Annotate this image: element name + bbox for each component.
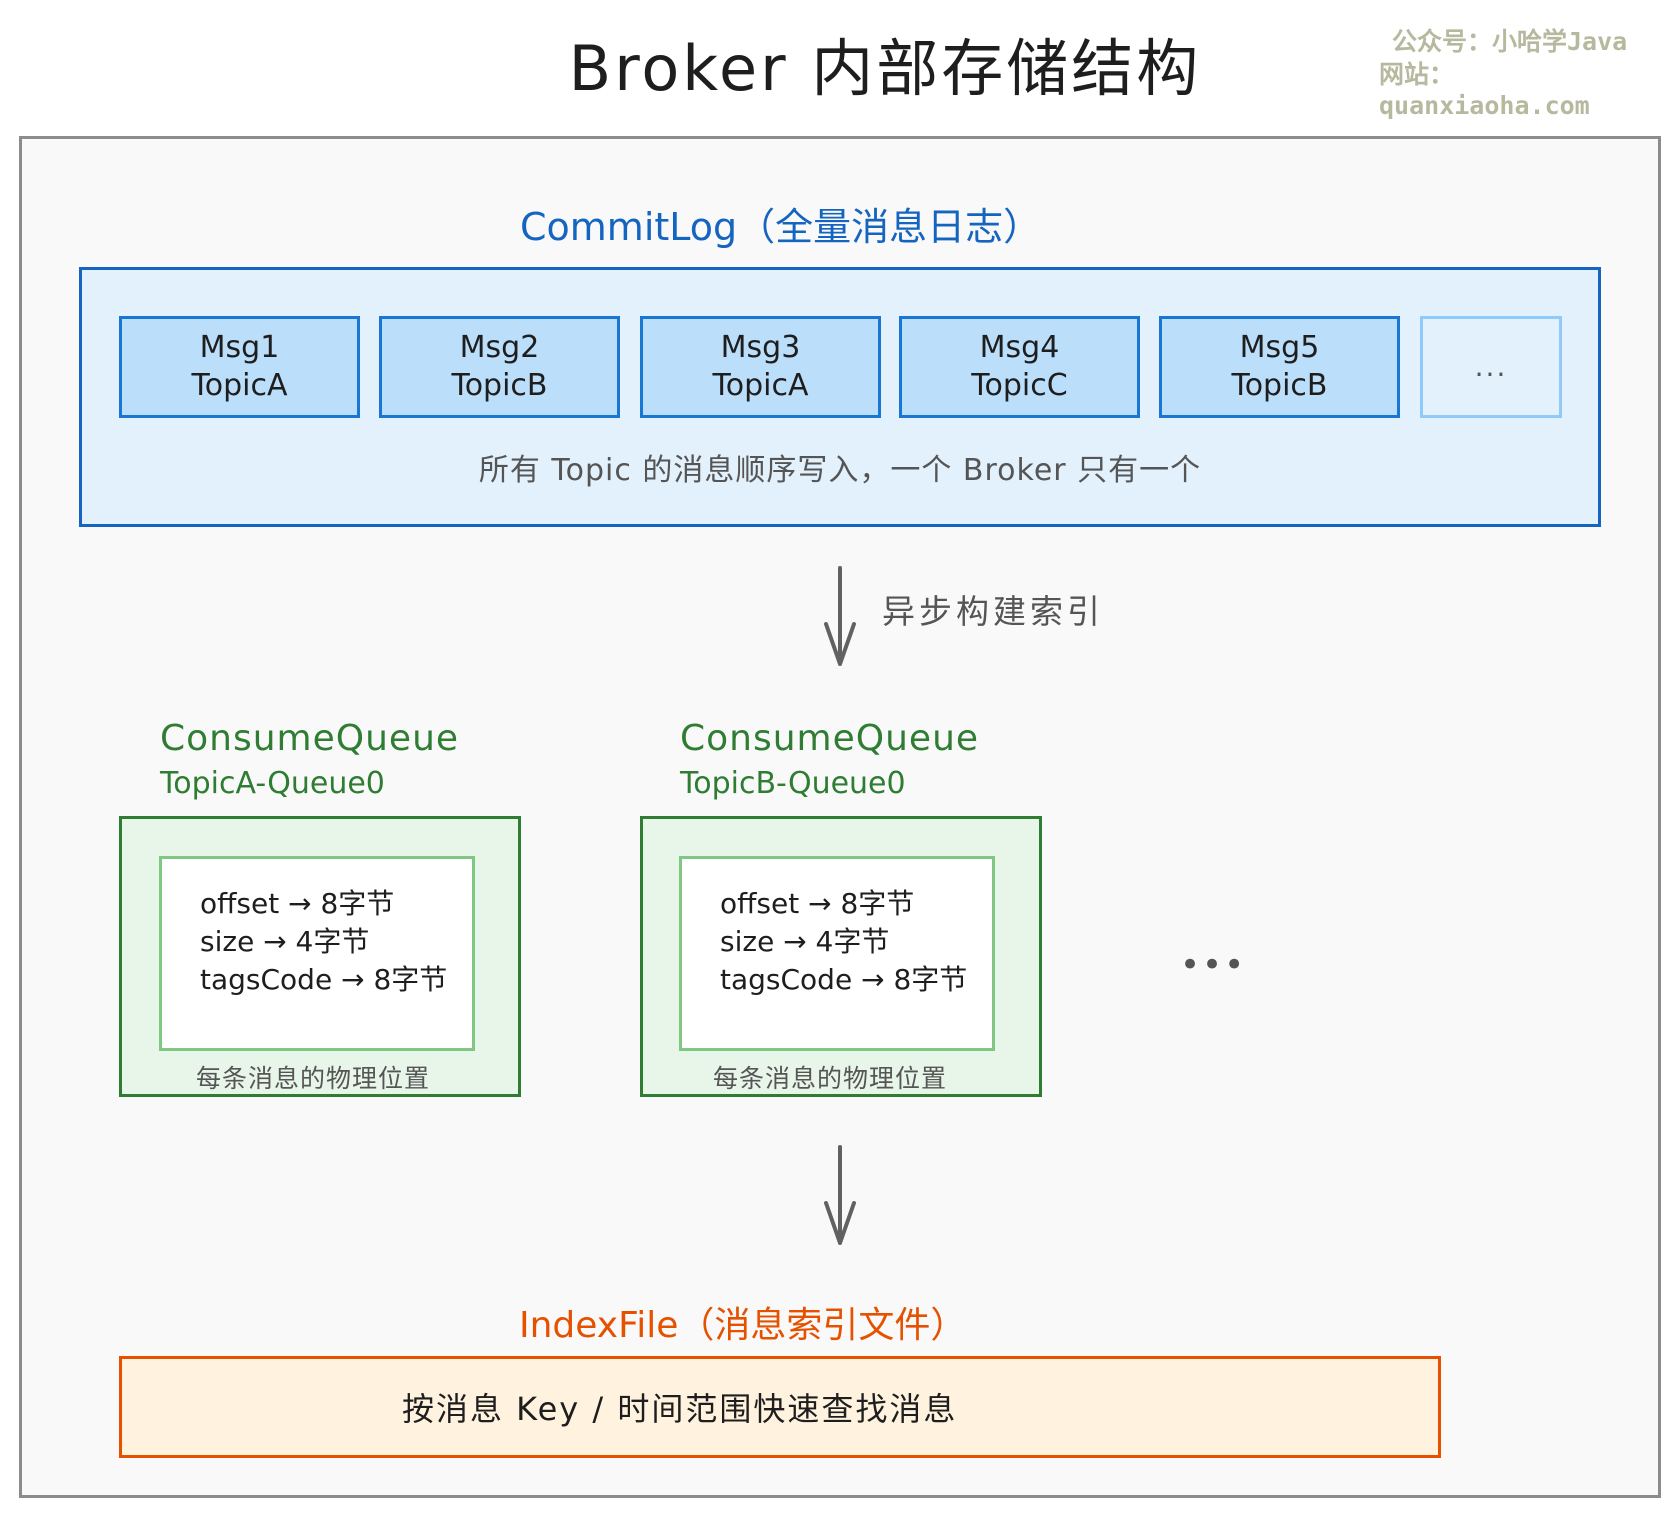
arrow-down-icon — [824, 1145, 856, 1245]
message-block-more: ... — [1420, 316, 1562, 418]
async-index-label: 异步构建索引 — [882, 592, 1104, 631]
indexfile-box: 按消息 Key / 时间范围快速查找消息 — [119, 1356, 1441, 1458]
commitlog-note: 所有 Topic 的消息顺序写入，一个 Broker 只有一个 — [478, 453, 1202, 488]
watermark-website: 网站：quanxiaoha.com — [1379, 60, 1590, 120]
indexfile-description: 按消息 Key / 时间范围快速查找消息 — [402, 1390, 958, 1428]
diagram-title: Broker 内部存储结构 — [568, 32, 1202, 105]
ellipsis-icon: ... — [1474, 350, 1508, 383]
message-block: Msg2 TopicB — [379, 316, 620, 418]
message-topic: TopicB — [1231, 368, 1328, 403]
message-block: Msg1 TopicA — [119, 316, 360, 418]
message-block: Msg3 TopicA — [640, 316, 881, 418]
consumequeue-fields: offset → 8字节 size → 4字节 tagsCode → 8字节 — [159, 856, 475, 1051]
consumequeue-note: 每条消息的物理位置 — [713, 1064, 948, 1093]
field-tagscode: tagsCode → 8字节 — [720, 963, 968, 996]
consumequeue-fields: offset → 8字节 size → 4字节 tagsCode → 8字节 — [679, 856, 995, 1051]
arrow-down-icon — [824, 566, 856, 666]
message-id: Msg3 — [720, 330, 801, 365]
consumequeue-note: 每条消息的物理位置 — [196, 1064, 431, 1093]
consumequeue-subtitle: TopicA-Queue0 — [160, 766, 385, 801]
message-id: Msg5 — [1239, 330, 1320, 365]
message-block: Msg4 TopicC — [899, 316, 1140, 418]
message-block: Msg5 TopicB — [1159, 316, 1400, 418]
message-id: Msg4 — [979, 330, 1060, 365]
message-topic: TopicB — [451, 368, 548, 403]
message-topic: TopicC — [971, 368, 1068, 403]
message-id: Msg1 — [199, 330, 280, 365]
consumequeue-title: ConsumeQueue — [160, 718, 460, 759]
watermark-wechat: 公众号：小哈学Java — [1392, 27, 1628, 56]
consumequeue-title: ConsumeQueue — [680, 718, 980, 759]
message-topic: TopicA — [191, 368, 288, 403]
field-size: size → 4字节 — [720, 925, 890, 958]
indexfile-label: IndexFile（消息索引文件） — [519, 1305, 967, 1346]
message-id: Msg2 — [459, 330, 540, 365]
consumequeue-subtitle: TopicB-Queue0 — [680, 766, 906, 801]
commitlog-label: CommitLog（全量消息日志） — [520, 205, 1042, 249]
field-offset: offset → 8字节 — [200, 887, 395, 920]
field-tagscode: tagsCode → 8字节 — [200, 963, 448, 996]
field-size: size → 4字节 — [200, 925, 370, 958]
ellipsis-icon: ••• — [1180, 945, 1247, 985]
message-topic: TopicA — [712, 368, 809, 403]
field-offset: offset → 8字节 — [720, 887, 915, 920]
